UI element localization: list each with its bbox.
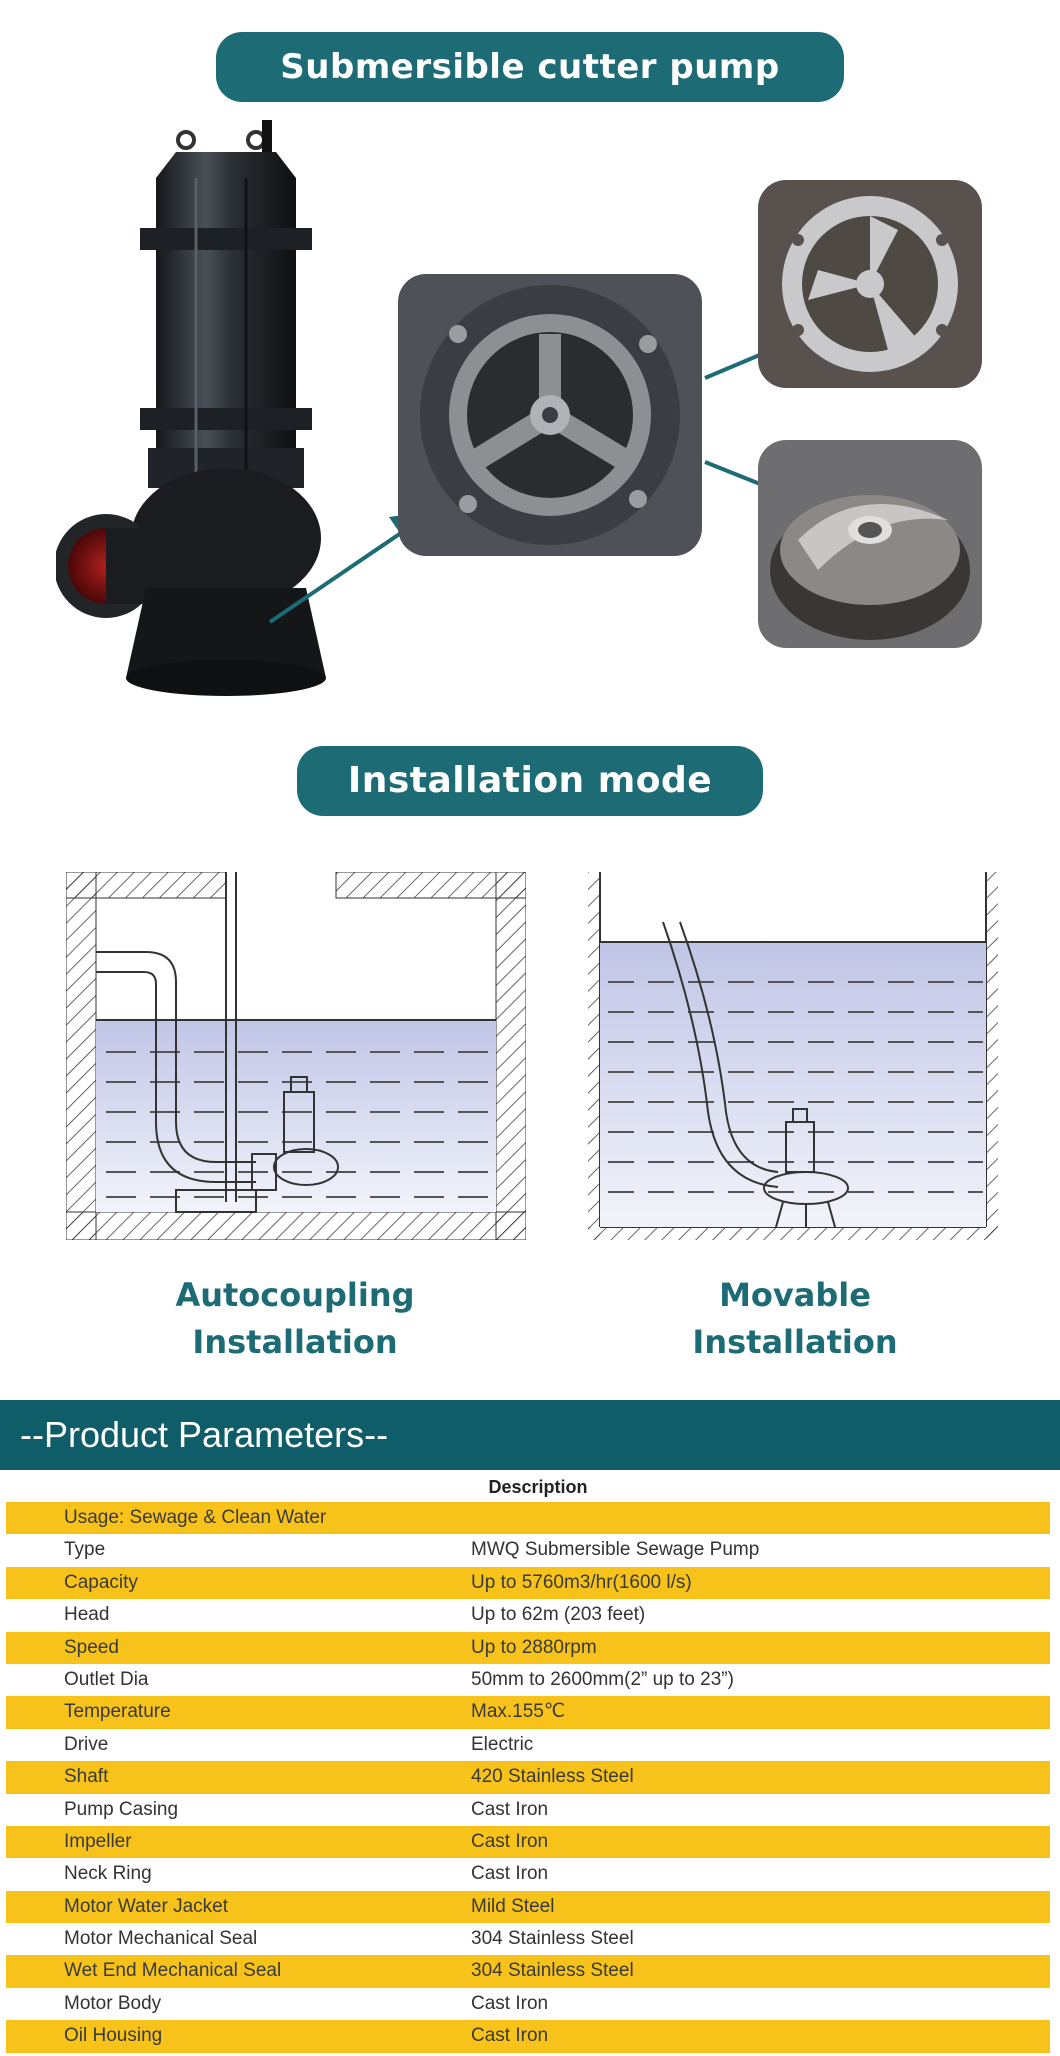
movable-caption-line2: Installation <box>692 1323 898 1361</box>
row-key: Type <box>64 1539 106 1561</box>
row-value: 50mm to 2600mm(2” up to 23”) <box>471 1668 734 1690</box>
table-row: Temperature Max.155℃ <box>6 1696 1050 1729</box>
row-key: Speed <box>64 1636 119 1658</box>
row-key: Neck Ring <box>64 1863 152 1885</box>
table-row: Speed Up to 2880rpm <box>6 1631 1050 1664</box>
table-row: Type MWQ Submersible Sewage Pump <box>6 1534 1050 1566</box>
row-key: Outlet Dia <box>64 1668 149 1690</box>
row-value: Mild Steel <box>471 1895 555 1917</box>
row-value: MWQ Submersible Sewage Pump <box>471 1539 760 1561</box>
cutter-plate-photo <box>398 274 702 556</box>
table-row: Motor Body Cast Iron <box>6 1988 1050 2020</box>
row-key: Impeller <box>64 1830 132 1852</box>
row-key: Drive <box>64 1733 109 1755</box>
row-key: Motor Body <box>64 1992 162 2014</box>
table-row: Head Up to 62m (203 feet) <box>6 1599 1050 1631</box>
row-value: Max.155℃ <box>471 1701 566 1723</box>
table-row: Wet End Mechanical Seal 304 Stainless Ste… <box>6 1955 1050 1988</box>
row-value: Electric <box>471 1733 534 1755</box>
autocoupling-diagram <box>66 872 526 1240</box>
row-key: Motor Water Jacket <box>64 1895 229 1917</box>
pump-illustration <box>56 120 326 696</box>
row-value: Cast Iron <box>471 1992 549 2014</box>
row-key: Shaft <box>64 1766 109 1788</box>
table-row: Shaft 420 Stainless Steel <box>6 1761 1050 1794</box>
row-key: Oil Housing <box>64 2025 163 2047</box>
table-row: Motor Water Jacket Mild Steel <box>6 1890 1050 1924</box>
parameters-table: Description Usage: Sewage & Clean Water … <box>6 1472 1050 2053</box>
row-value: Up to 5760m3/hr(1600 l/s) <box>471 1571 692 1593</box>
table-row: Neck Ring Cast Iron <box>6 1858 1050 1890</box>
table-row: Drive Electric <box>6 1729 1050 1761</box>
row-value: Up to 2880rpm <box>471 1636 597 1658</box>
row-key: Motor Mechanical Seal <box>64 1928 258 1950</box>
row-key: Wet End Mechanical Seal <box>64 1960 282 1982</box>
row-value: Cast Iron <box>471 2025 549 2047</box>
table-row: Capacity Up to 5760m3/hr(1600 l/s) <box>6 1566 1050 1600</box>
row-key: Usage: Sewage & Clean Water <box>64 1507 327 1528</box>
row-key: Capacity <box>64 1571 138 1593</box>
row-value: Cast Iron <box>471 1863 549 1885</box>
autocoupling-caption: Autocoupling Installation <box>130 1272 460 1366</box>
row-value: 304 Stainless Steel <box>471 1928 634 1950</box>
row-value: 420 Stainless Steel <box>471 1766 634 1788</box>
movable-caption: Movable Installation <box>630 1272 960 1366</box>
movable-diagram <box>588 872 998 1240</box>
row-key: Head <box>64 1604 110 1626</box>
autocoupling-caption-line2: Installation <box>192 1323 398 1361</box>
table-row: Motor Mechanical Seal 304 Stainless Steel <box>6 1923 1050 1955</box>
product-parameters-banner: --Product Parameters-- <box>0 1400 1060 1470</box>
table-row: Usage: Sewage & Clean Water <box>6 1502 1050 1535</box>
row-value: 304 Stainless Steel <box>471 1960 634 1982</box>
row-key: Temperature <box>64 1701 171 1723</box>
table-row: Impeller Cast Iron <box>6 1825 1050 1859</box>
table-row: Pump Casing Cast Iron <box>6 1794 1050 1826</box>
row-value: Cast Iron <box>471 1830 549 1852</box>
impeller-photo <box>758 440 982 648</box>
table-row: Oil Housing Cast Iron <box>6 2020 1050 2053</box>
movable-caption-line1: Movable <box>719 1276 871 1314</box>
autocoupling-caption-line1: Autocoupling <box>175 1276 415 1314</box>
table-header-description: Description <box>488 1477 588 1497</box>
section-title-installation: Installation mode <box>297 746 763 816</box>
section-title-pump: Submersible cutter pump <box>216 32 844 102</box>
row-key: Pump Casing <box>64 1798 179 1820</box>
table-row: Outlet Dia 50mm to 2600mm(2” up to 23”) <box>6 1664 1050 1696</box>
row-value: Cast Iron <box>471 1798 549 1820</box>
row-value: Up to 62m (203 feet) <box>471 1604 646 1626</box>
cutter-blade-photo <box>758 180 982 388</box>
